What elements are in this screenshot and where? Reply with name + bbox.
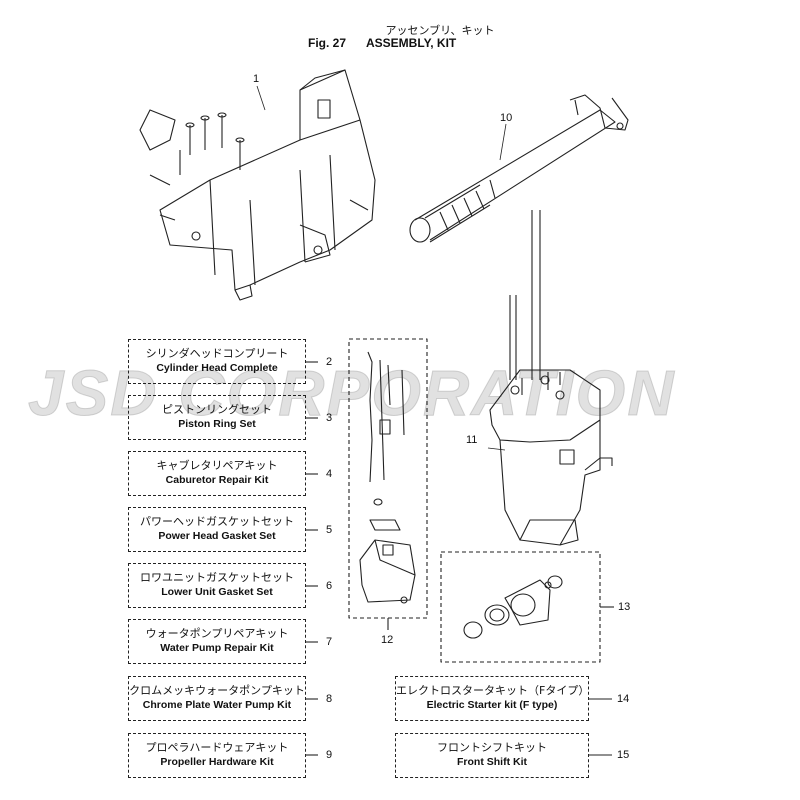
- callout-1: 1: [253, 73, 260, 85]
- lower-unit-drawing: [489, 210, 613, 546]
- callout-6: 6: [326, 580, 333, 592]
- callout-12: 12: [381, 634, 394, 646]
- kit-box-8: クロムメッキウォータポンプキット Chrome Plate Water Pump…: [128, 676, 306, 721]
- kit-label-jp: ロワユニットガスケットセット: [140, 571, 294, 584]
- kit-label-jp: クロムメッキウォータポンプキット: [129, 684, 305, 697]
- kit-label-jp: ウォータポンプリペアキット: [145, 627, 289, 640]
- kit-label-en: Caburetor Repair Kit: [165, 474, 269, 486]
- kit-box-3: ピストンリングセット Piston Ring Set: [128, 395, 306, 440]
- kit-label-en: Cylinder Head Complete: [156, 362, 278, 374]
- cylinder-block-drawing: [139, 69, 376, 301]
- watermark: JSD CORPORATION: [28, 357, 676, 430]
- title-english: ASSEMBLY, KIT: [366, 36, 457, 50]
- kit-box-14: エレクトロスタータキット（Fタイプ） Electric Starter kit …: [395, 676, 589, 721]
- callout-5: 5: [326, 524, 333, 536]
- kit-box-5: パワーヘッドガスケットセット Power Head Gasket Set: [128, 507, 306, 552]
- callout-9: 9: [326, 749, 333, 761]
- callout-15: 15: [617, 749, 630, 761]
- kit-label-jp: プロペラハードウェアキット: [145, 741, 289, 754]
- title-japanese: アッセンブリ、キット: [385, 24, 495, 37]
- callout-4: 4: [326, 468, 333, 480]
- tiller-handle-drawing: [409, 94, 629, 243]
- kit-label-jp: シリンダヘッドコンプリート: [145, 347, 289, 360]
- callout-13: 13: [618, 601, 631, 613]
- callout-3: 3: [326, 412, 333, 424]
- kit-box-6: ロワユニットガスケットセット Lower Unit Gasket Set: [128, 563, 306, 608]
- kit-label-en: Piston Ring Set: [178, 418, 256, 430]
- drive-housing-drawing: [463, 575, 563, 639]
- kit-box-2: シリンダヘッドコンプリート Cylinder Head Complete: [128, 339, 306, 384]
- callout-11: 11: [466, 434, 478, 446]
- kit-label-en: Electric Starter kit (F type): [426, 699, 558, 711]
- figure-number: Fig. 27: [308, 36, 347, 50]
- callout-8: 8: [326, 693, 333, 705]
- kit-box-15: フロントシフトキット Front Shift Kit: [395, 733, 589, 778]
- kit-label-jp: ピストンリングセット: [162, 403, 272, 416]
- kit-label-jp: キャブレタリペアキット: [156, 459, 278, 472]
- kit-label-jp: フロントシフトキット: [437, 741, 547, 754]
- callout-2: 2: [326, 356, 333, 368]
- kit-label-en: Power Head Gasket Set: [158, 530, 276, 542]
- kit-label-en: Lower Unit Gasket Set: [161, 586, 273, 598]
- kit-label-en: Water Pump Repair Kit: [160, 642, 274, 654]
- kit-label-jp: パワーヘッドガスケットセット: [140, 515, 294, 528]
- callout-7: 7: [326, 636, 333, 648]
- kit-label-en: Propeller Hardware Kit: [160, 756, 274, 768]
- kit-box-9: プロペラハードウェアキット Propeller Hardware Kit: [128, 733, 306, 778]
- kit-label-en: Chrome Plate Water Pump Kit: [142, 699, 292, 711]
- callout-10: 10: [500, 112, 513, 124]
- water-pump-kit-drawing: [359, 351, 416, 604]
- kit-box-4: キャブレタリペアキット Caburetor Repair Kit: [128, 451, 306, 496]
- kit-label-en: Front Shift Kit: [457, 756, 527, 768]
- kit-13-box: [440, 551, 601, 663]
- kit-box-7: ウォータポンプリペアキット Water Pump Repair Kit: [128, 619, 306, 664]
- callout-14: 14: [617, 693, 630, 705]
- kit-label-jp: エレクトロスタータキット（Fタイプ）: [396, 684, 590, 697]
